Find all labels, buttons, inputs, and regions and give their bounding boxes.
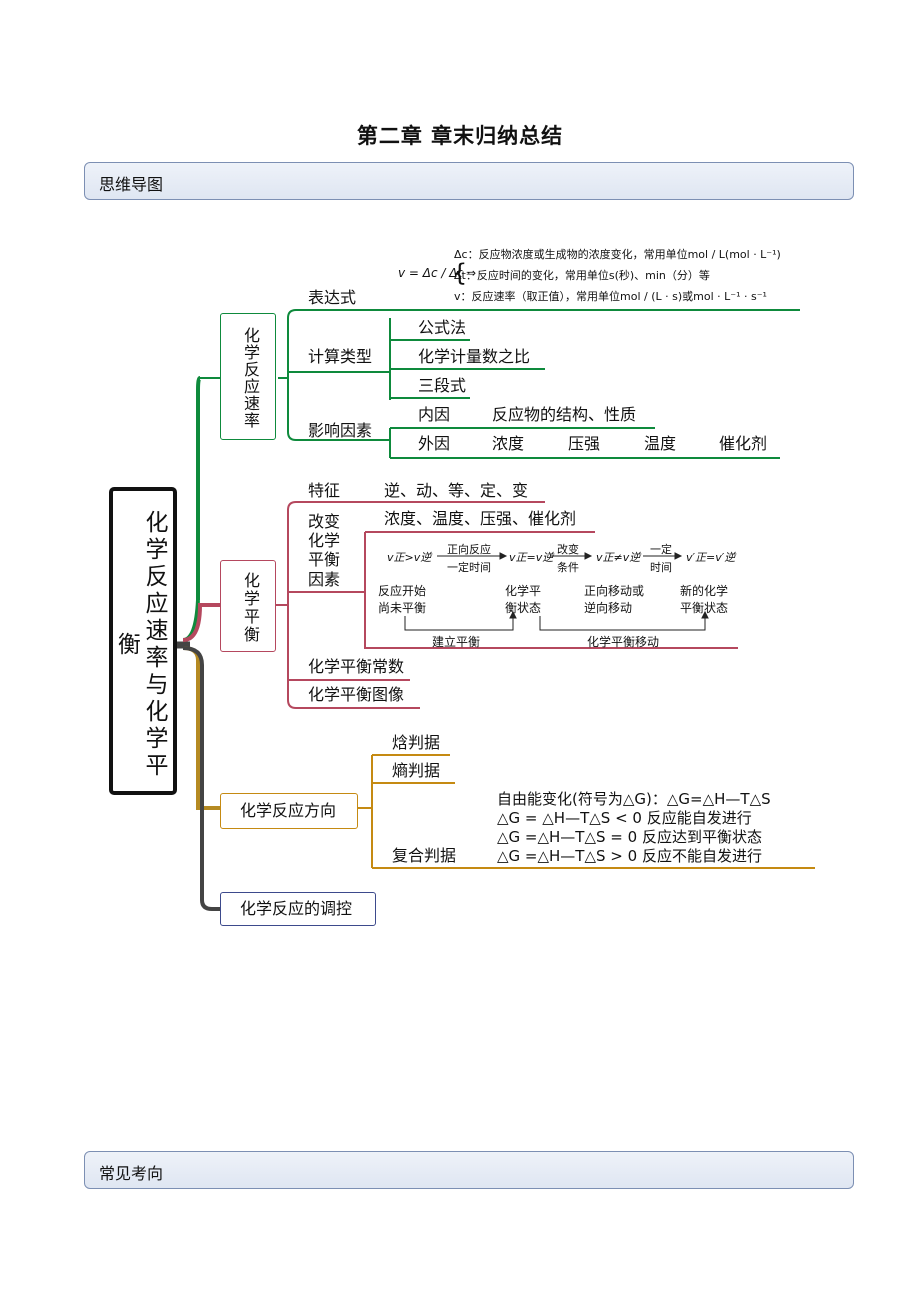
combined-line-3: △G =△H—T△S = 0 反应达到平衡状态 bbox=[497, 828, 762, 846]
calc-item-formula: 公式法 bbox=[418, 318, 467, 337]
expression-formula-box: v = Δc / Δt ⇒ { Δc：反应物浓度或生成物的浓度变化，常用单位mo… bbox=[392, 240, 802, 306]
features-label: 特征 bbox=[308, 481, 341, 500]
root-topic-label: 化学反应速率与化学平衡 bbox=[113, 510, 167, 780]
factor-external-concentration: 浓度 bbox=[492, 434, 525, 453]
calc-item-ratio: 化学计量数之比 bbox=[418, 347, 531, 366]
features-value: 逆、动、等、定、变 bbox=[384, 481, 529, 500]
flow-caption-new-equilibrium: 新的化学 平衡状态 bbox=[680, 584, 729, 616]
entropy-criterion: 熵判据 bbox=[392, 761, 441, 780]
expression-label: 表达式 bbox=[308, 288, 357, 307]
combined-line-4: △G =△H—T△S > 0 反应不能自发进行 bbox=[497, 847, 762, 865]
flow-caption-start: 反应开始 尚未平衡 bbox=[378, 584, 427, 616]
combined-line-1: 自由能变化(符号为△G)：△G=△H—T△S bbox=[497, 790, 771, 808]
section-label: 常见考向 bbox=[99, 1164, 164, 1183]
flow-arrow2-bottom: 条件 bbox=[557, 561, 579, 574]
flow-arrow3-bottom: 时间 bbox=[650, 561, 672, 574]
flow-bracket-shift: 化学平衡移动 bbox=[587, 635, 660, 649]
factor-internal: 内因 bbox=[418, 405, 451, 424]
change-factors-value: 浓度、温度、压强、催化剂 bbox=[384, 509, 577, 528]
expression-line-dt: Δt：反应时间的变化，常用单位s(秒)、min（分）等 bbox=[454, 269, 710, 282]
flow-bracket-establish: 建立平衡 bbox=[432, 635, 481, 649]
change-factors-label: 改变化学平衡因素 bbox=[308, 512, 341, 589]
combined-criterion-label: 复合判据 bbox=[392, 846, 457, 865]
control-branch-box: 化学反应的调控 bbox=[220, 892, 376, 926]
rate-formula: v = Δc / Δt ⇒ bbox=[398, 266, 477, 280]
expression-line-v: v：反应速率（取正值），常用单位mol / (L · s)或mol · L⁻¹ … bbox=[454, 290, 767, 303]
flow-state-4: v′正=v′逆 bbox=[686, 551, 736, 564]
flow-state-3: v正≠v逆 bbox=[596, 551, 641, 564]
flow-arrow3-top: 一定 bbox=[650, 543, 672, 556]
root-topic-box: 化学反应速率与化学平衡 bbox=[109, 487, 177, 795]
enthalpy-criterion: 焓判据 bbox=[392, 733, 441, 752]
section-header-directions: 常见考向 bbox=[84, 1151, 854, 1189]
factor-internal-detail: 反应物的结构、性质 bbox=[492, 405, 637, 424]
section-header-mindmap: 思维导图 bbox=[84, 162, 854, 200]
page-title: 第二章 章末归纳总结 bbox=[356, 124, 564, 148]
equilibrium-branch-label: 化学平衡 bbox=[241, 572, 260, 644]
factor-external-pressure: 压强 bbox=[568, 434, 601, 453]
brace-icon: { bbox=[452, 259, 468, 287]
factors-label: 影响因素 bbox=[308, 421, 373, 440]
flow-arrow1-top: 正向反应 bbox=[447, 543, 491, 556]
equilibrium-branch-box: 化学平衡 bbox=[220, 560, 276, 652]
flow-caption-shift: 正向移动或 逆向移动 bbox=[584, 584, 645, 616]
factor-external-temperature: 温度 bbox=[644, 434, 677, 453]
expression-line-dc: Δc：反应物浓度或生成物的浓度变化，常用单位mol / L(mol · L⁻¹) bbox=[454, 248, 781, 261]
calc-type-label: 计算类型 bbox=[308, 347, 373, 366]
combined-criterion-box: 自由能变化(符号为△G)：△G=△H—T△S △G = △H—T△S < 0 反… bbox=[492, 788, 816, 866]
rate-branch-box: 化学反应速率 bbox=[220, 313, 276, 440]
flow-arrow1-bottom: 一定时间 bbox=[447, 561, 491, 574]
factor-external-catalyst: 催化剂 bbox=[719, 434, 768, 453]
control-branch-label: 化学反应的调控 bbox=[240, 899, 353, 918]
direction-branch-label: 化学反应方向 bbox=[240, 801, 337, 820]
equilibrium-constant: 化学平衡常数 bbox=[308, 657, 405, 676]
direction-branch-box: 化学反应方向 bbox=[220, 793, 358, 829]
flow-state-2: v正=v逆 bbox=[509, 551, 554, 564]
section-label: 思维导图 bbox=[99, 175, 164, 194]
flow-caption-equilibrium: 化学平 衡状态 bbox=[505, 584, 542, 616]
combined-line-2: △G = △H—T△S < 0 反应能自发进行 bbox=[497, 809, 752, 827]
equilibrium-graph: 化学平衡图像 bbox=[308, 685, 405, 704]
factor-external: 外因 bbox=[418, 434, 451, 453]
flow-state-1: v正>v逆 bbox=[387, 551, 432, 564]
rate-branch-label: 化学反应速率 bbox=[241, 327, 260, 429]
calc-item-three-step: 三段式 bbox=[418, 376, 467, 395]
flow-arrow2-top: 改变 bbox=[557, 543, 579, 556]
